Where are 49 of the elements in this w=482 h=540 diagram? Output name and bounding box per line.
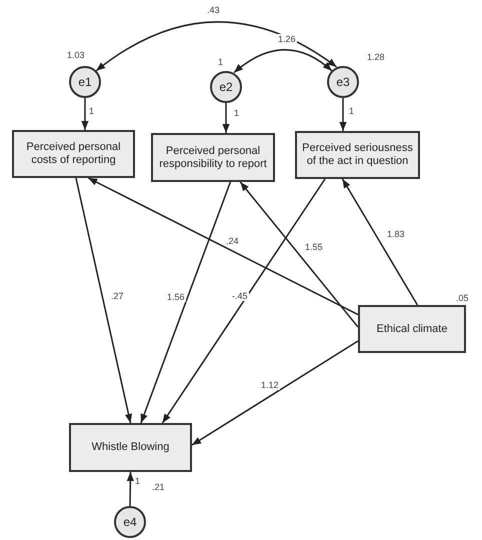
edge-label: .24 <box>225 236 240 246</box>
variable-box <box>151 133 275 182</box>
error-term-circle <box>327 66 359 98</box>
path-arrow <box>162 178 326 424</box>
edge-label: 1.55 <box>304 242 324 252</box>
edge-label: 1.83 <box>386 229 406 239</box>
node-label: e1 <box>78 75 92 89</box>
variable-box <box>295 131 420 179</box>
path-arrow <box>88 177 358 316</box>
edge-label: 1 <box>88 106 96 116</box>
node-label: e4 <box>123 515 137 529</box>
variance-label: .05 <box>456 293 469 303</box>
covariance-arrow <box>96 21 338 72</box>
node-label: Perceived personal responsibility to report <box>158 144 268 170</box>
variable-box <box>358 305 466 353</box>
node-label: Whistle Blowing <box>92 441 170 454</box>
path-arrow <box>81 98 89 130</box>
path-arrow <box>192 340 358 446</box>
path-arrow <box>140 182 232 424</box>
node-label: e2 <box>219 80 233 94</box>
node-label: Ethical climate <box>376 322 448 336</box>
path-arrow <box>222 103 230 133</box>
path-arrow <box>342 178 418 306</box>
variable-box <box>69 423 192 472</box>
error-term-circle <box>210 71 242 103</box>
variance-label: .21 <box>152 482 165 492</box>
variable-box <box>12 130 135 178</box>
node-label: e3 <box>336 75 350 89</box>
edge-label: .43 <box>206 5 221 15</box>
variance-label: 1 <box>218 57 224 67</box>
error-term-circle <box>69 66 101 98</box>
node-label: Perceived seriousness of the act in question <box>301 142 414 168</box>
edge-label: 1.26 <box>277 34 297 44</box>
node-label: Perceived personal costs of reporting <box>25 141 122 167</box>
path-arrow <box>75 178 132 424</box>
edge-label: 1.56 <box>166 292 186 302</box>
covariance-arrow <box>234 49 332 74</box>
edge-label: 1 <box>134 476 142 486</box>
edge-label: -.45 <box>231 291 249 301</box>
edge-label: 1 <box>233 108 240 118</box>
variance-label: 1.28 <box>367 52 385 62</box>
path-arrow <box>126 472 134 506</box>
edge-label: 1 <box>348 106 356 116</box>
error-term-circle <box>114 506 146 538</box>
path-arrow <box>240 182 359 328</box>
edge-label: .27 <box>110 291 125 301</box>
path-arrow <box>339 98 347 131</box>
edge-label: 1.12 <box>260 380 280 390</box>
variance-label: 1.03 <box>67 50 85 60</box>
